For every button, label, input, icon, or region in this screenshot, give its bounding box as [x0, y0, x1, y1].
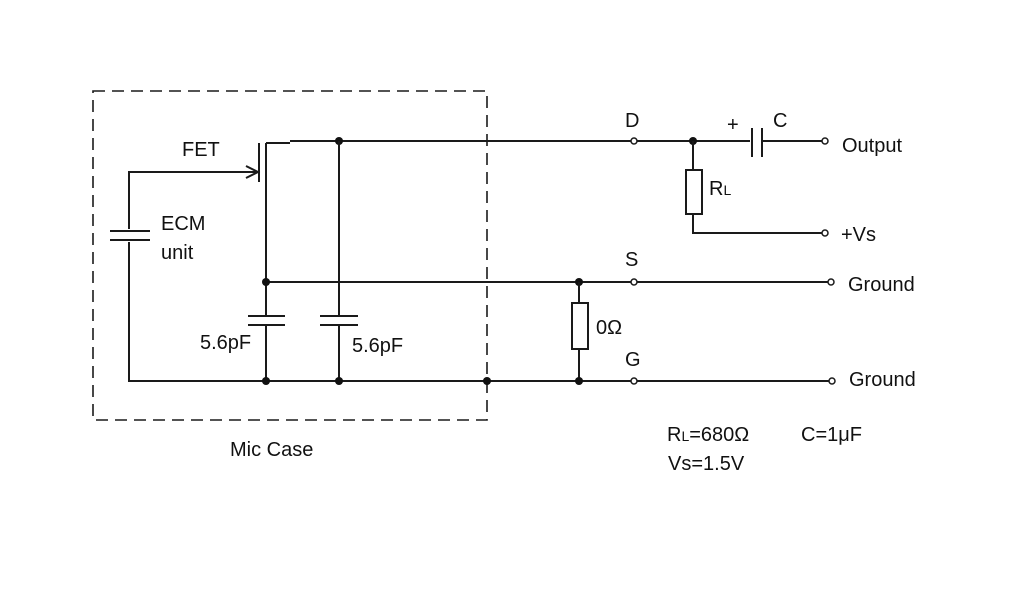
cap1-label: 5.6pF — [200, 332, 251, 354]
capacitor-5-6pf-right — [320, 141, 358, 381]
terminal-d-label: D — [625, 110, 639, 132]
fet-symbol — [245, 142, 290, 282]
mic-case-boundary — [92, 90, 488, 421]
zero-ohm-label: 0Ω — [596, 317, 622, 339]
output-capacitor — [751, 128, 823, 157]
fet-label: FET — [182, 139, 220, 161]
terminal-g — [630, 377, 638, 385]
ecm-label-line2: unit — [161, 242, 194, 264]
junction-dot — [483, 377, 491, 385]
resistor-r-label: RL — [709, 178, 731, 200]
capacitor-c-label: C — [773, 110, 787, 132]
vs-label: +Vs — [841, 224, 876, 246]
junction-dot — [335, 377, 343, 385]
output-label: Output — [842, 135, 902, 157]
ground-label-1: Ground — [848, 274, 915, 296]
terminal-s — [630, 278, 638, 286]
junction-dot — [575, 377, 583, 385]
mic-case-label: Mic Case — [230, 439, 313, 461]
ecm-label-line1: ECM — [161, 213, 205, 235]
terminal-ground-1 — [827, 278, 835, 286]
spec-vs: Vs=1.5V — [668, 453, 745, 475]
capacitor-5-6pf-left — [248, 282, 285, 381]
terminal-vs — [821, 229, 829, 237]
junction-dot — [262, 377, 270, 385]
zero-ohm-resistor — [571, 282, 589, 381]
load-resistor — [685, 141, 823, 234]
capacitor-plus-label: + — [727, 114, 739, 136]
terminal-ground-2 — [828, 377, 836, 385]
ecm-unit-symbol — [110, 171, 487, 382]
junction-dot — [262, 278, 270, 286]
cap2-label: 5.6pF — [352, 335, 403, 357]
spec-c: C=1μF — [801, 424, 862, 446]
terminal-d — [630, 137, 638, 145]
ground-label-2: Ground — [849, 369, 916, 391]
terminal-output — [821, 137, 829, 145]
terminal-s-label: S — [625, 249, 638, 271]
spec-rl: RL=680Ω — [667, 424, 749, 446]
terminal-g-label: G — [625, 349, 641, 371]
